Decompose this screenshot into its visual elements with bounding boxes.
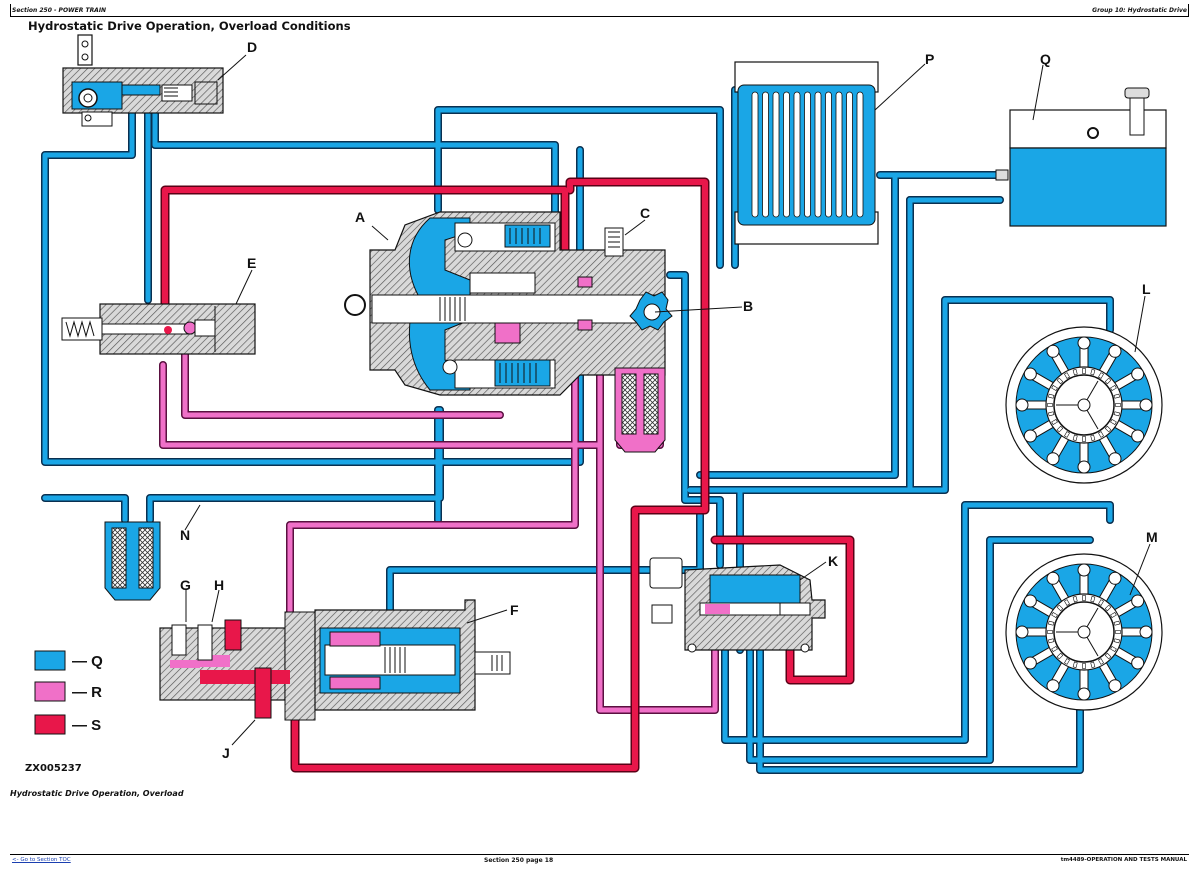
legend: — Q — R — S: [34, 650, 103, 735]
footer-rule: [10, 854, 1189, 855]
component-m-wheel-motor: [1005, 553, 1163, 711]
go-to-section-toc-link[interactable]: <- Go to Section TOC: [12, 857, 71, 863]
callout-q: Q: [1040, 51, 1051, 67]
component-n-oil-cooler: [734, 61, 879, 245]
motor-roller: [1023, 656, 1037, 670]
lines-q-charge: [41, 86, 1114, 774]
page-number: Section 250 page 18: [484, 857, 554, 864]
legend-item-q: — Q: [34, 650, 103, 671]
cooler-fin: [751, 91, 759, 218]
header-rule-tick-left: [10, 4, 11, 16]
motor-roller: [1108, 679, 1122, 693]
callout-b: B: [743, 298, 753, 314]
component-q-reservoir: [995, 87, 1167, 227]
motor-roller: [1077, 563, 1091, 577]
callout-leaders: [184, 54, 1151, 746]
manual-title: tm4489-OPERATION AND TESTS MANUAL: [1060, 857, 1187, 863]
cooler-fin: [762, 91, 769, 218]
legend-swatch-q: [34, 650, 66, 671]
cooler-fin: [835, 91, 843, 218]
cooler-fin: [783, 91, 790, 218]
component-p-filter: [104, 521, 161, 601]
motor-hub: [1077, 398, 1091, 412]
motor-roller: [1131, 367, 1145, 381]
callout-h: H: [214, 577, 224, 593]
callout-g: G: [180, 577, 191, 593]
motor-roller: [1131, 594, 1145, 608]
callout-labels: D E A C B P Q L M K F N G H J: [180, 39, 1158, 761]
callout-n: P: [925, 51, 934, 67]
motor-roller: [1139, 398, 1153, 412]
legend-label-s: — S: [72, 717, 101, 734]
cooler-fins: [751, 91, 864, 218]
cooler-fin: [846, 91, 853, 218]
motor-roller: [1108, 344, 1122, 358]
callout-e: E: [247, 255, 256, 271]
callout-p: N: [180, 527, 190, 543]
callout-c: C: [640, 205, 650, 221]
callout-d: D: [247, 39, 257, 55]
component-filter-pump: [614, 367, 666, 453]
motor-roller: [1023, 594, 1037, 608]
group-header: Group 10: Hydrostatic Drive: [1092, 7, 1187, 14]
cooler-fin: [793, 91, 801, 218]
header-rule: [10, 16, 1189, 17]
callout-l: L: [1142, 281, 1151, 297]
legend-item-s: — S: [34, 714, 101, 735]
motor-roller: [1077, 687, 1091, 701]
callout-f: F: [510, 602, 519, 618]
motor-roller: [1131, 656, 1145, 670]
component-k-control-valve: [649, 557, 826, 653]
section-header: Section 250 - POWER TRAIN: [12, 7, 107, 14]
figure-id: ZX005237: [25, 763, 82, 774]
cooler-fin: [804, 91, 811, 218]
motor-roller: [1046, 571, 1060, 585]
component-d-valve: [62, 34, 224, 127]
legend-label-r: — R: [72, 684, 102, 701]
page-title: Hydrostatic Drive Operation, Overload Co…: [28, 19, 351, 33]
header-rule-tick-right: [1188, 4, 1189, 16]
motor-roller: [1108, 452, 1122, 466]
legend-item-r: — R: [34, 681, 102, 702]
legend-swatch-r: [34, 681, 66, 702]
motor-roller: [1046, 452, 1060, 466]
motor-roller: [1131, 429, 1145, 443]
motor-roller: [1023, 429, 1037, 443]
component-l-wheel-motor: [1005, 326, 1163, 484]
component-f-hydrostatic-motor: [159, 599, 511, 721]
motor-roller: [1046, 344, 1060, 358]
component-a-main-pump: [344, 211, 666, 396]
callout-j: J: [222, 745, 230, 761]
callout-a: A: [355, 209, 365, 225]
motor-roller: [1023, 367, 1037, 381]
component-e-valve: [61, 303, 256, 355]
motor-roller: [1046, 679, 1060, 693]
component-c-relief-valve: [604, 227, 624, 257]
legend-swatch-s: [34, 714, 66, 735]
callout-m: M: [1146, 529, 1158, 545]
motor-hub: [1077, 625, 1091, 639]
motor-roller: [1108, 571, 1122, 585]
callout-k: K: [828, 553, 838, 569]
cooler-fin: [825, 91, 832, 218]
motor-roller: [1015, 398, 1029, 412]
figure-caption: Hydrostatic Drive Operation, Overload: [10, 789, 184, 798]
legend-label-q: — Q: [72, 653, 103, 670]
motor-roller: [1077, 336, 1091, 350]
motor-roller: [1139, 625, 1153, 639]
cooler-fin: [814, 91, 822, 218]
motor-roller: [1077, 460, 1091, 474]
cooler-fin: [856, 91, 864, 218]
cooler-fin: [772, 91, 780, 218]
motor-roller: [1015, 625, 1029, 639]
